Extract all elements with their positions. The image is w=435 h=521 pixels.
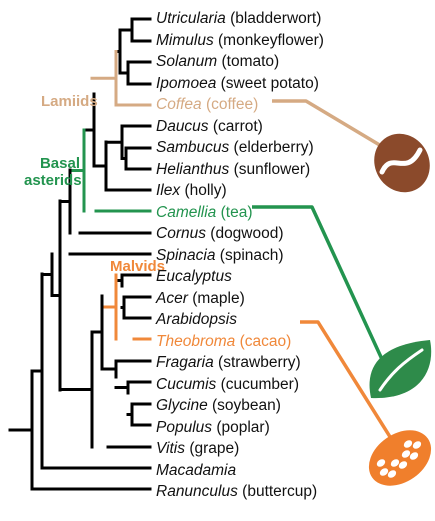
taxon-label: Camellia (tea) [156, 202, 324, 224]
taxon-label: Ranunculus (buttercup) [156, 481, 324, 503]
taxon-genus: Daucus [156, 117, 209, 135]
taxon-genus: Acer [156, 289, 188, 307]
taxon-common-name: (grape) [189, 440, 240, 457]
taxon-common-name: (strawberry) [218, 354, 301, 371]
taxon-common-name: (elderberry) [233, 139, 314, 156]
taxon-common-name: (holly) [184, 182, 227, 199]
taxon-genus: Solanum [156, 53, 218, 70]
taxon-genus: Populus [156, 418, 213, 436]
taxon-genus: Fragaria [156, 354, 214, 371]
taxon-genus: Macadamia [156, 461, 237, 479]
taxon-label: Ilex (holly) [156, 180, 324, 202]
taxon-label: Fragaria (strawberry) [156, 352, 324, 374]
taxon-genus: Glycine [156, 397, 208, 414]
taxon-common-name: (cacao) [239, 332, 292, 350]
coffee-bean-icon [374, 133, 430, 193]
cacao-connector [300, 320, 394, 441]
tea-connector [252, 205, 388, 369]
taxon-common-name: (monkeyflower) [218, 31, 324, 49]
taxon-common-name: (soybean) [212, 397, 281, 414]
taxon-label: Eucalyptus [156, 266, 324, 288]
taxon-common-name: (spinach) [219, 246, 284, 264]
taxon-common-name: (sunflower) [233, 160, 311, 178]
taxon-label: Utricularia (bladderwort) [156, 8, 324, 30]
taxon-genus: Spinacia [156, 246, 216, 264]
clade-label-lamiids: Lamiids [41, 93, 98, 110]
taxon-label: Ipomoea (sweet potato) [156, 73, 324, 95]
taxon-label: Cornus (dogwood) [156, 223, 324, 245]
taxon-label: Daucus (carrot) [156, 116, 324, 138]
taxon-genus: Coffea [156, 96, 202, 113]
taxon-label: Sambucus (elderberry) [156, 137, 324, 159]
taxon-label: Acer (maple) [156, 288, 324, 310]
taxon-genus: Eucalyptus [156, 268, 232, 285]
tree-branches [8, 17, 152, 491]
taxon-genus: Arabidopsis [156, 311, 237, 328]
taxon-common-name: (dogwood) [210, 225, 284, 242]
taxon-label: Cucumis (cucumber) [156, 374, 324, 396]
taxon-common-name: (bladderwort) [230, 10, 322, 27]
taxon-label: Helianthus (sunflower) [156, 159, 324, 181]
taxon-genus: Ipomoea [156, 74, 217, 92]
taxon-genus: Camellia [156, 203, 217, 221]
clade-label-malvids: Malvids [110, 258, 166, 275]
taxon-common-name: (carrot) [212, 117, 263, 135]
taxon-common-name: (cucumber) [220, 375, 299, 393]
coffee-connector [272, 99, 389, 152]
taxon-common-name: (maple) [192, 289, 245, 307]
taxon-common-name: (tea) [220, 203, 253, 221]
taxon-common-name: (coffee) [205, 96, 259, 113]
taxon-genus: Ranunculus [156, 483, 238, 500]
taxon-genus: Utricularia [156, 10, 226, 27]
clade-label-basal-line1: Basal [39, 155, 80, 172]
taxon-label: Populus (poplar) [156, 417, 324, 439]
taxa-list: Utricularia (bladderwort)Mimulus (monkey… [156, 8, 324, 503]
taxon-common-name: (sweet potato) [220, 74, 319, 92]
taxon-genus: Sambucus [156, 139, 230, 156]
clade-label-basal-asterids: Basal asterids [24, 155, 82, 189]
taxon-label: Coffea (coffee) [156, 94, 324, 116]
taxon-genus: Vitis [156, 440, 186, 457]
taxon-common-name: (buttercup) [242, 483, 318, 500]
taxon-genus: Theobroma [156, 332, 236, 350]
taxon-common-name: (tomato) [221, 53, 280, 70]
taxon-label: Glycine (soybean) [156, 395, 324, 417]
taxon-genus: Helianthus [156, 160, 230, 178]
taxon-genus: Mimulus [156, 31, 214, 49]
cacao-pod-icon [368, 430, 432, 486]
taxon-genus: Ilex [156, 182, 181, 199]
taxon-label: Vitis (grape) [156, 438, 324, 460]
taxon-label: Solanum (tomato) [156, 51, 324, 73]
leaf-icon [369, 340, 432, 399]
clade-label-basal-line2: asterids [24, 172, 82, 189]
icon-connectors [252, 99, 394, 441]
taxon-label: Mimulus (monkeyflower) [156, 30, 324, 52]
taxon-label: Theobroma (cacao) [156, 331, 324, 353]
taxon-label: Spinacia (spinach) [156, 245, 324, 267]
taxon-label: Arabidopsis [156, 309, 324, 331]
taxon-common-name: (poplar) [216, 418, 270, 436]
taxon-genus: Cornus [156, 225, 206, 242]
taxon-label: Macadamia [156, 460, 324, 482]
taxon-genus: Cucumis [156, 375, 217, 393]
